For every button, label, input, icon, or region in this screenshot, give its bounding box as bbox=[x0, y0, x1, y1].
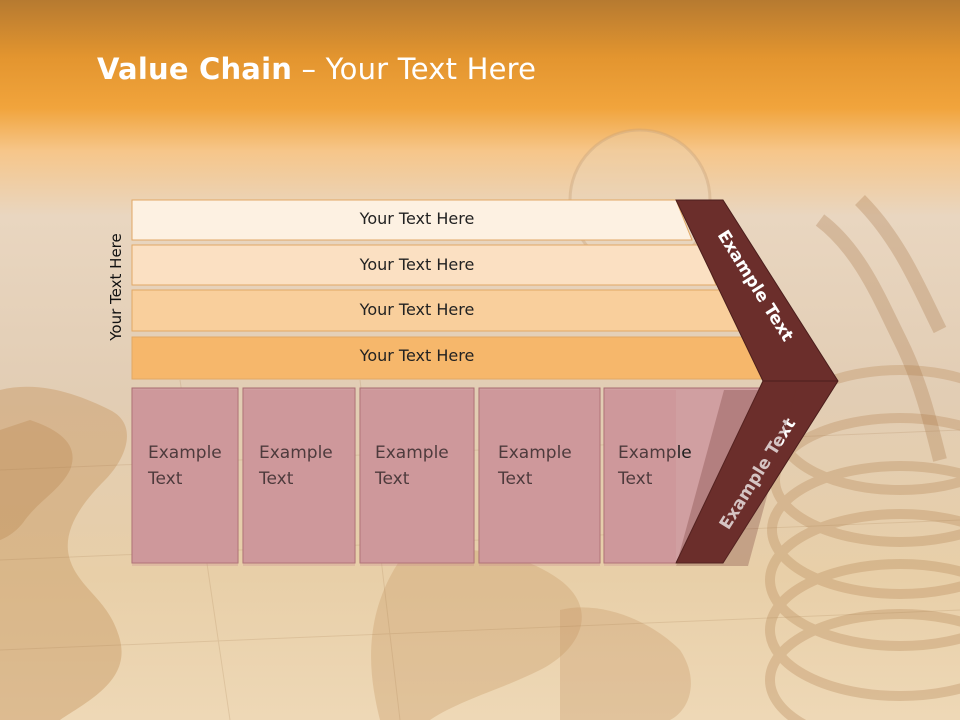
box-label-2-line1: Example bbox=[259, 443, 333, 463]
box-label-5-line2: Text bbox=[618, 469, 653, 489]
title-bold: Value Chain bbox=[97, 52, 293, 86]
example-box-3 bbox=[359, 387, 475, 564]
box-label-2-line2: Text bbox=[259, 469, 294, 489]
title-rest: – Your Text Here bbox=[292, 52, 537, 86]
box-label-3: Example Text bbox=[375, 440, 465, 492]
box-label-4-line1: Example bbox=[498, 443, 572, 463]
box-label-5: Example Text bbox=[618, 440, 708, 492]
box-label-3-line2: Text bbox=[375, 469, 410, 489]
box-label-3-line1: Example bbox=[375, 443, 449, 463]
row-label-3: Your Text Here bbox=[359, 300, 475, 319]
box-label-5-line1: Example bbox=[618, 443, 692, 463]
row-bar-2 bbox=[131, 244, 717, 286]
example-box-4 bbox=[478, 387, 601, 564]
row-label-4: Your Text Here bbox=[359, 346, 475, 365]
row-bar-1 bbox=[131, 199, 693, 241]
row-label-2: Your Text Here bbox=[359, 255, 475, 274]
box-label-1-line1: Example bbox=[148, 443, 222, 463]
row-label-1: Your Text Here bbox=[359, 209, 475, 228]
box-label-4-line2: Text bbox=[498, 469, 533, 489]
box-label-1: Example Text bbox=[148, 440, 238, 492]
slide-title: Value Chain – Your Text Here bbox=[97, 52, 536, 86]
box-label-1-line2: Text bbox=[148, 469, 183, 489]
box-label-2: Example Text bbox=[259, 440, 349, 492]
example-box-1 bbox=[131, 387, 239, 564]
example-box-2 bbox=[242, 387, 356, 564]
box-label-4: Example Text bbox=[498, 440, 588, 492]
